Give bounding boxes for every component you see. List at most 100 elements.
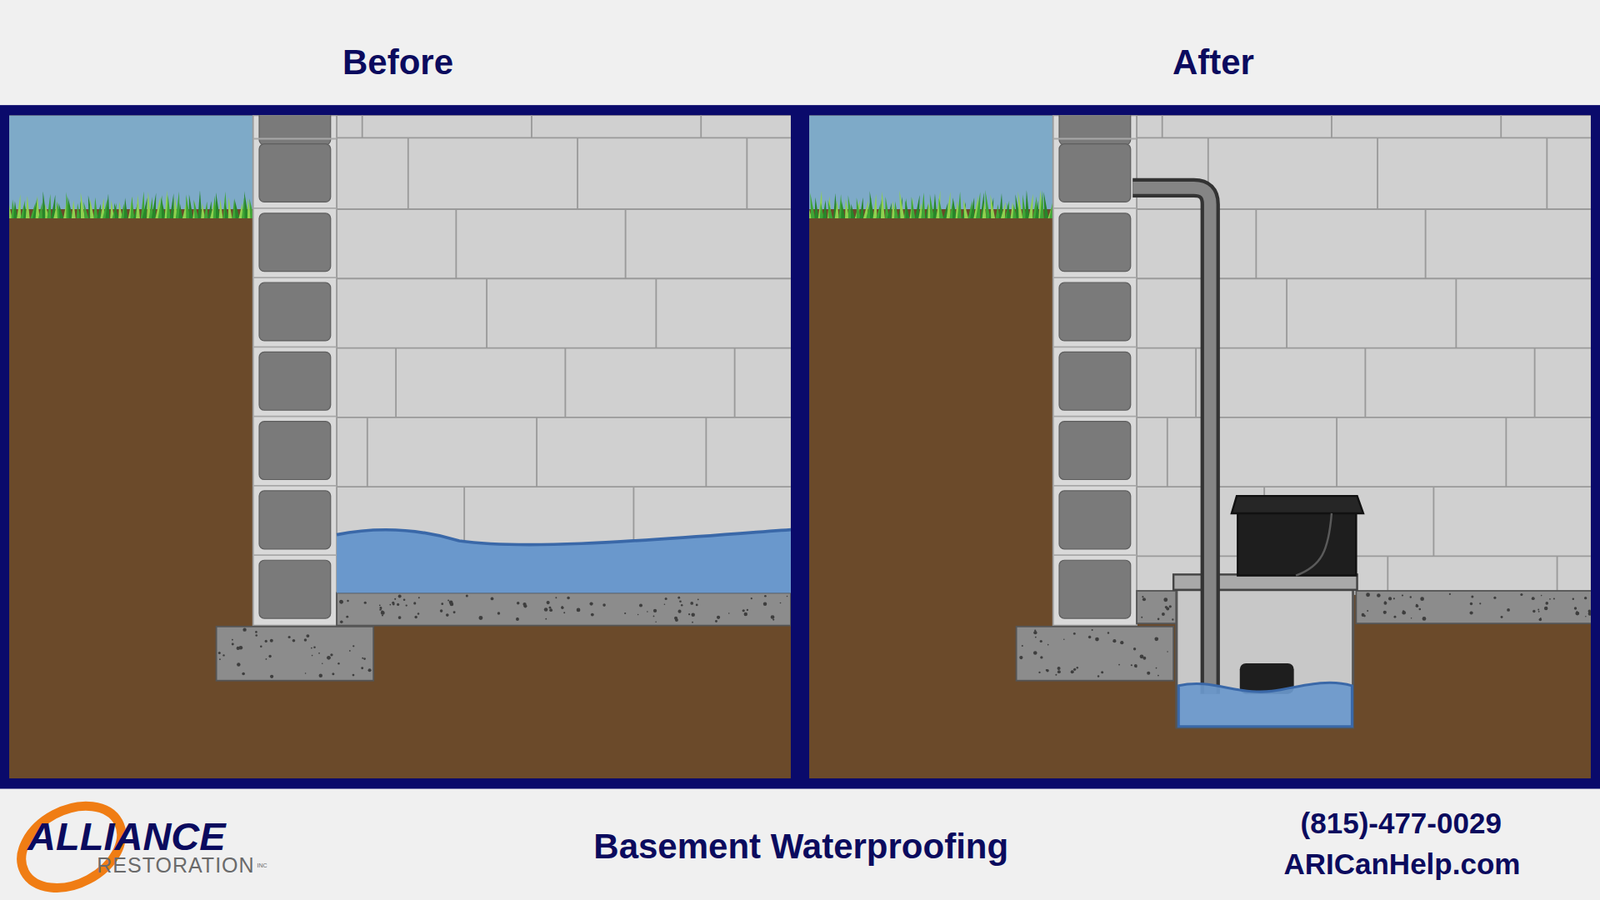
block-cavity	[1059, 490, 1131, 550]
concrete	[216, 626, 375, 681]
concrete-speckle	[1572, 598, 1575, 600]
concrete	[1016, 626, 1175, 681]
concrete-speckle	[360, 666, 364, 670]
concrete-speckle	[1057, 666, 1061, 670]
mortar-line	[700, 115, 702, 138]
block-column	[253, 115, 337, 625]
block-cavity	[1059, 115, 1131, 145]
panel-heading: After	[1172, 43, 1255, 82]
concrete-speckle	[1520, 593, 1523, 596]
block-cavity	[1059, 351, 1131, 410]
concrete-speckle	[1549, 598, 1551, 600]
concrete-speckle	[440, 602, 444, 605]
pump-cap	[1231, 495, 1364, 514]
grass	[905, 200, 910, 219]
concrete-speckle	[1537, 609, 1540, 611]
concrete-speckle	[414, 615, 417, 619]
concrete-speckle	[1575, 611, 1580, 616]
concrete-speckle	[490, 597, 495, 601]
concrete-speckle	[349, 650, 351, 652]
concrete-speckle	[742, 609, 745, 612]
basement-wall	[336, 115, 791, 595]
concrete-speckle	[515, 617, 520, 621]
block-cavity	[259, 560, 331, 619]
concrete-speckle	[1585, 615, 1586, 617]
concrete-speckle	[549, 606, 552, 610]
concrete-speckle	[265, 640, 268, 643]
concrete-speckle	[413, 601, 416, 605]
mortar-line	[625, 209, 627, 279]
soil	[809, 115, 1591, 779]
pit-water	[1178, 682, 1352, 727]
grass	[178, 203, 183, 219]
concrete-speckle	[346, 600, 349, 602]
concrete-speckle	[1588, 611, 1591, 616]
concrete-speckle	[544, 607, 549, 612]
concrete-speckle	[1100, 670, 1104, 674]
concrete-speckle	[1383, 601, 1387, 605]
concrete-speckle	[403, 598, 406, 601]
concrete-speckle	[1363, 615, 1366, 618]
concrete-speckle	[270, 675, 274, 679]
concrete-speckle	[1033, 630, 1037, 635]
website: ARICanHelp.com	[1283, 848, 1520, 881]
concrete-speckle	[1500, 615, 1504, 619]
concrete-speckle	[292, 639, 296, 643]
mortar-line	[395, 348, 397, 418]
concrete-speckle	[394, 598, 396, 600]
concrete-speckle	[1161, 612, 1165, 616]
grass	[197, 190, 202, 219]
grass	[25, 195, 30, 219]
block-cavity	[259, 351, 331, 410]
grass	[124, 197, 129, 219]
concrete-speckle	[380, 606, 383, 610]
concrete-speckle	[1073, 632, 1076, 635]
concrete-speckle	[1142, 656, 1146, 660]
concrete-speckle	[576, 608, 581, 613]
block-joint	[253, 554, 337, 556]
grass	[815, 197, 820, 219]
concrete-speckle	[690, 601, 694, 605]
block-cavity	[259, 213, 331, 272]
concrete-speckle	[1410, 595, 1412, 598]
mortar-line	[564, 348, 566, 418]
concrete-speckle	[1118, 664, 1120, 666]
mortar-line	[336, 208, 791, 210]
concrete-speckle	[1130, 664, 1133, 666]
mortar-line	[745, 137, 748, 210]
concrete-speckle	[653, 615, 655, 618]
mortar-line	[361, 115, 364, 138]
concrete-speckle	[1422, 616, 1427, 621]
mortar-line	[366, 417, 369, 487]
concrete-speckle	[744, 612, 748, 616]
concrete-speckle	[305, 634, 310, 638]
concrete-speckle	[728, 612, 730, 614]
concrete-speckle	[242, 628, 246, 632]
concrete-speckle	[255, 634, 258, 637]
concrete-speckle	[772, 618, 775, 620]
mortar-line	[535, 417, 538, 487]
concrete-speckle	[1088, 635, 1092, 640]
grass	[189, 194, 194, 219]
mortar-line	[1376, 137, 1379, 210]
concrete-speckle	[1470, 602, 1473, 605]
grass	[1043, 191, 1049, 219]
concrete-speckle	[750, 597, 753, 600]
concrete-speckle	[241, 672, 245, 676]
block-joint	[1053, 415, 1137, 418]
concrete-speckle	[497, 611, 500, 615]
concrete-speckle	[318, 652, 320, 655]
concrete-speckle	[679, 600, 682, 603]
concrete-speckle	[1057, 670, 1061, 674]
grass	[963, 199, 969, 219]
mortar-line	[336, 277, 791, 280]
concrete-speckle	[1073, 668, 1076, 671]
grass	[920, 192, 925, 219]
sky	[9, 115, 255, 210]
concrete-speckle	[677, 610, 681, 614]
concrete-speckle	[1401, 610, 1406, 615]
concrete-speckle	[219, 658, 221, 660]
concrete-speckle	[311, 655, 314, 657]
concrete-speckle	[560, 606, 564, 610]
mortar-line	[1136, 136, 1591, 139]
